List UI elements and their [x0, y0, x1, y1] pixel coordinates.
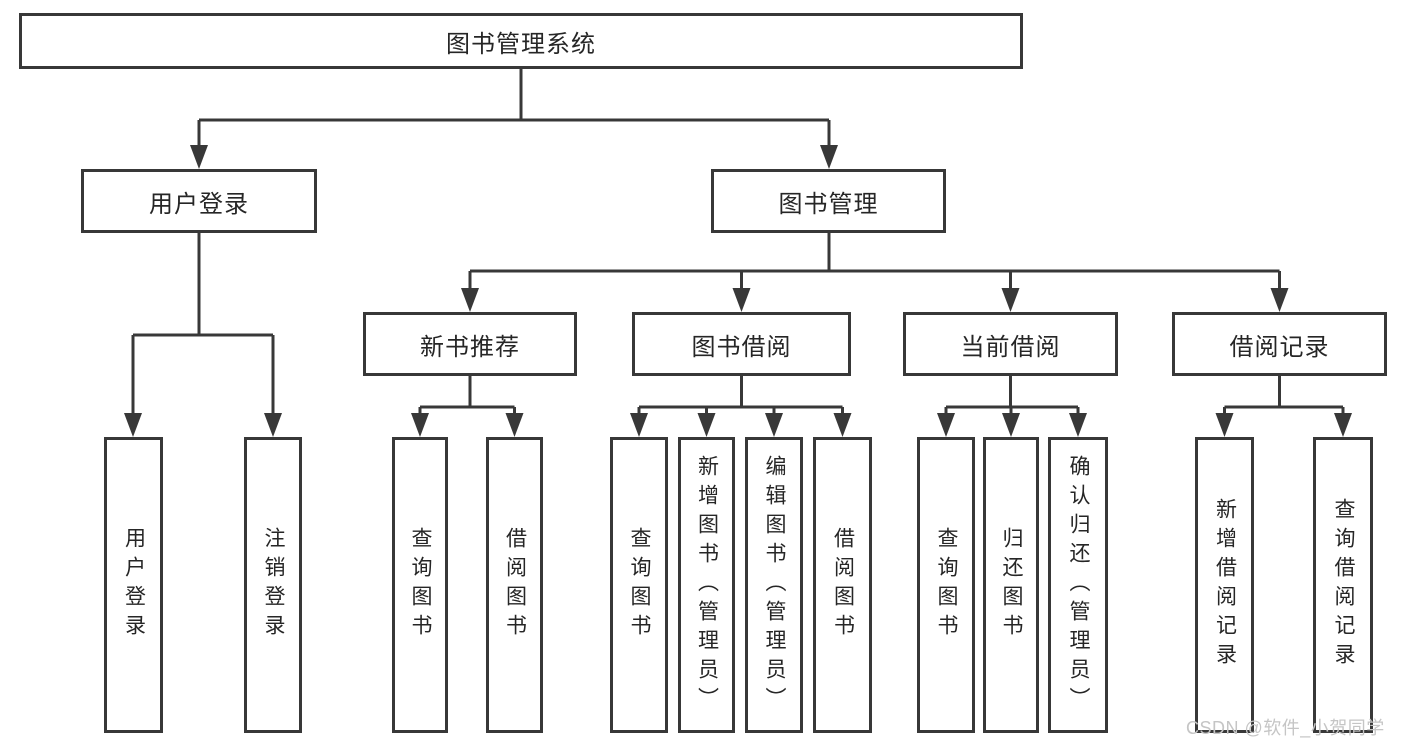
node-label: 注销登录: [262, 527, 285, 643]
node-label: 图书管理系统: [446, 30, 596, 58]
arrow-down-icon: [697, 413, 716, 437]
node-label: 新增借阅记录: [1213, 498, 1237, 672]
connector-current-to-leaves: [944, 376, 1080, 419]
node-borrowing-records: 借阅记录: [1172, 312, 1387, 376]
arrow-down-icon: [190, 145, 208, 169]
node-book-management: 图书管理: [711, 169, 946, 233]
arrow-down-icon: [765, 413, 783, 437]
node-label: 编辑图书（管理员）: [763, 454, 786, 716]
node-label: 用户登录: [149, 190, 249, 218]
arrow-down-icon: [1002, 413, 1020, 437]
arrow-down-icon: [1334, 413, 1352, 437]
leaf-query-borrow-record: 查询借阅记录: [1313, 437, 1373, 733]
node-label: 图书管理: [778, 190, 879, 218]
arrow-down-icon: [1001, 288, 1020, 312]
node-label: 查询图书: [409, 527, 432, 643]
node-book-borrowing: 图书借阅: [632, 312, 851, 376]
arrow-down-icon: [820, 145, 838, 169]
node-label: 查询借阅记录: [1332, 498, 1355, 672]
connector-root-to-level2: [197, 69, 831, 149]
leaf-borrow-books-recommend: 借阅图书: [486, 437, 543, 733]
node-label: 借阅记录: [1229, 333, 1330, 361]
leaf-query-books-borrowing: 查询图书: [610, 437, 668, 733]
arrow-down-icon: [1270, 288, 1289, 312]
leaf-logout: 注销登录: [244, 437, 302, 733]
arrow-down-icon: [1069, 413, 1087, 437]
arrow-down-icon: [630, 413, 648, 437]
node-label: 新增图书（管理员）: [695, 454, 719, 716]
leaf-query-books-recommend: 查询图书: [392, 437, 448, 733]
node-label: 查询图书: [628, 527, 651, 643]
node-library-management-system: 图书管理系统: [19, 13, 1023, 69]
leaf-confirm-return-admin: 确认归还（管理员）: [1048, 437, 1108, 733]
arrow-down-icon: [732, 288, 751, 312]
node-label: 借阅图书: [831, 527, 855, 643]
leaf-edit-books-admin: 编辑图书（管理员）: [745, 437, 803, 733]
node-user-login: 用户登录: [81, 169, 317, 233]
node-label: 图书借阅: [691, 333, 792, 361]
node-label: 归还图书: [1000, 527, 1023, 643]
node-label: 当前借阅: [960, 333, 1061, 361]
arrow-down-icon: [264, 413, 282, 437]
connector-userlogin-to-leaves: [131, 233, 275, 417]
node-label: 确认归还（管理员）: [1067, 454, 1090, 716]
arrow-down-icon: [411, 413, 429, 437]
connector-borrow-to-leaves: [637, 376, 844, 419]
node-label: 借阅图书: [503, 527, 527, 643]
arrow-down-icon: [461, 288, 479, 312]
connector-newbook-to-leaves: [418, 376, 516, 419]
node-new-book-recommendation: 新书推荐: [363, 312, 577, 376]
arrow-down-icon: [937, 413, 955, 437]
arrow-down-icon: [505, 413, 524, 437]
arrow-down-icon: [124, 413, 142, 437]
connector-bookmgmt-to-level3: [468, 233, 1281, 294]
leaf-user-login: 用户登录: [104, 437, 163, 733]
node-label: 用户登录: [122, 527, 146, 643]
leaf-query-books-current: 查询图书: [917, 437, 975, 733]
arrow-down-icon: [1215, 413, 1234, 437]
arrow-down-icon: [833, 413, 852, 437]
node-current-borrowing: 当前借阅: [903, 312, 1118, 376]
leaf-add-borrow-record: 新增借阅记录: [1195, 437, 1254, 733]
node-label: 查询图书: [935, 527, 958, 643]
leaf-return-books: 归还图书: [983, 437, 1039, 733]
leaf-borrow-books: 借阅图书: [813, 437, 872, 733]
connector-records-to-leaves: [1223, 376, 1345, 419]
leaf-add-books-admin: 新增图书（管理员）: [678, 437, 735, 733]
csdn-watermark: CSDN @软件_小贺同学: [1186, 718, 1385, 738]
node-label: 新书推荐: [420, 333, 520, 361]
